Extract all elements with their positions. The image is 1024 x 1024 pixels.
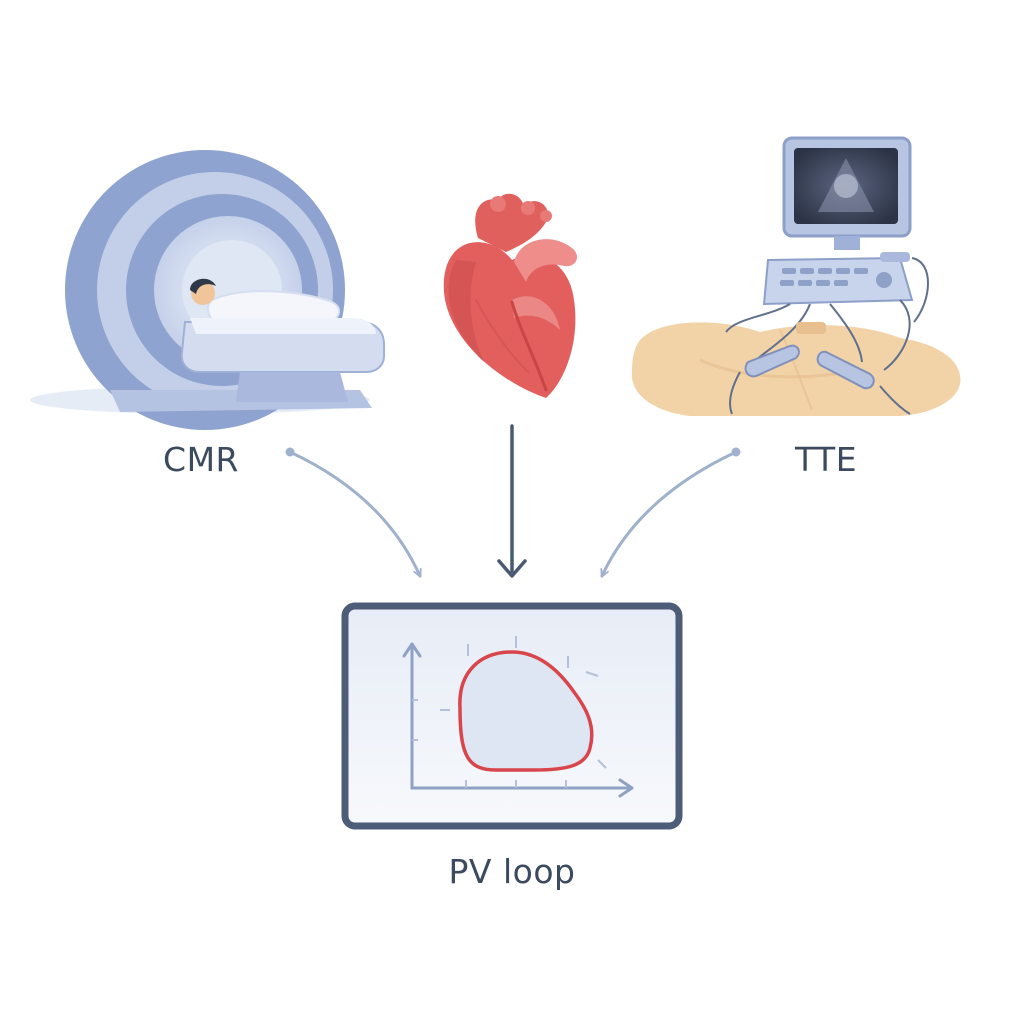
axis-ticks xyxy=(412,636,607,788)
heart-icon xyxy=(443,193,578,398)
patient-icon xyxy=(190,278,341,328)
mri-scanner-icon xyxy=(30,150,385,430)
mri-table-pad xyxy=(190,318,376,334)
us-probe-left xyxy=(744,344,800,378)
arrow-cmr-to-pv-loop xyxy=(288,450,422,578)
tte-label: TTE xyxy=(794,440,858,479)
mri-table xyxy=(180,321,385,373)
arrow-tte-to-pv-loop xyxy=(600,450,738,578)
arrow-tte-start-dot xyxy=(731,447,741,457)
us-keypad xyxy=(780,268,892,288)
arrow-cmr-start-dot xyxy=(285,447,295,457)
us-probe-right xyxy=(816,350,875,390)
arrow-heart-to-pv-loop xyxy=(497,424,527,578)
pv-loop-label: PV loop xyxy=(448,852,576,891)
pv-loop-chart-icon xyxy=(341,602,683,830)
cmr-label: CMR xyxy=(163,440,239,479)
pv-loop-curve xyxy=(458,650,594,772)
mri-table-pedestal xyxy=(236,372,348,402)
ultrasound-machine-icon xyxy=(631,136,961,416)
